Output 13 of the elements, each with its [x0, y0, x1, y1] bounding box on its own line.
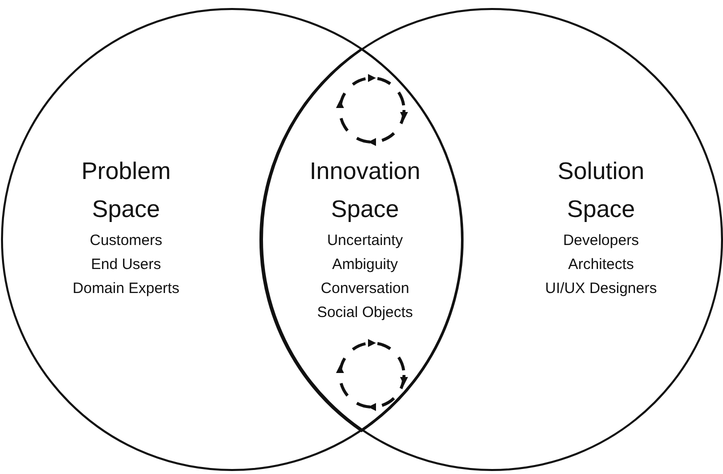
- space-title: Solution Space: [556, 157, 646, 225]
- role-text: Domain Experts: [72, 279, 180, 299]
- space-title: Innovation Space: [308, 157, 422, 225]
- role-text: UI/UX Designers: [544, 279, 658, 299]
- role-text: Conversation: [320, 279, 410, 299]
- role-text: Uncertainty: [326, 231, 404, 251]
- role-text: Ambiguity: [331, 255, 399, 275]
- role-text: Architects: [567, 255, 635, 275]
- space-title: Problem Space: [80, 157, 172, 225]
- role-text: Social Objects: [316, 303, 414, 323]
- role-text: Developers: [562, 231, 640, 251]
- role-text: Customers: [88, 231, 164, 251]
- role-text: End Users: [90, 255, 162, 275]
